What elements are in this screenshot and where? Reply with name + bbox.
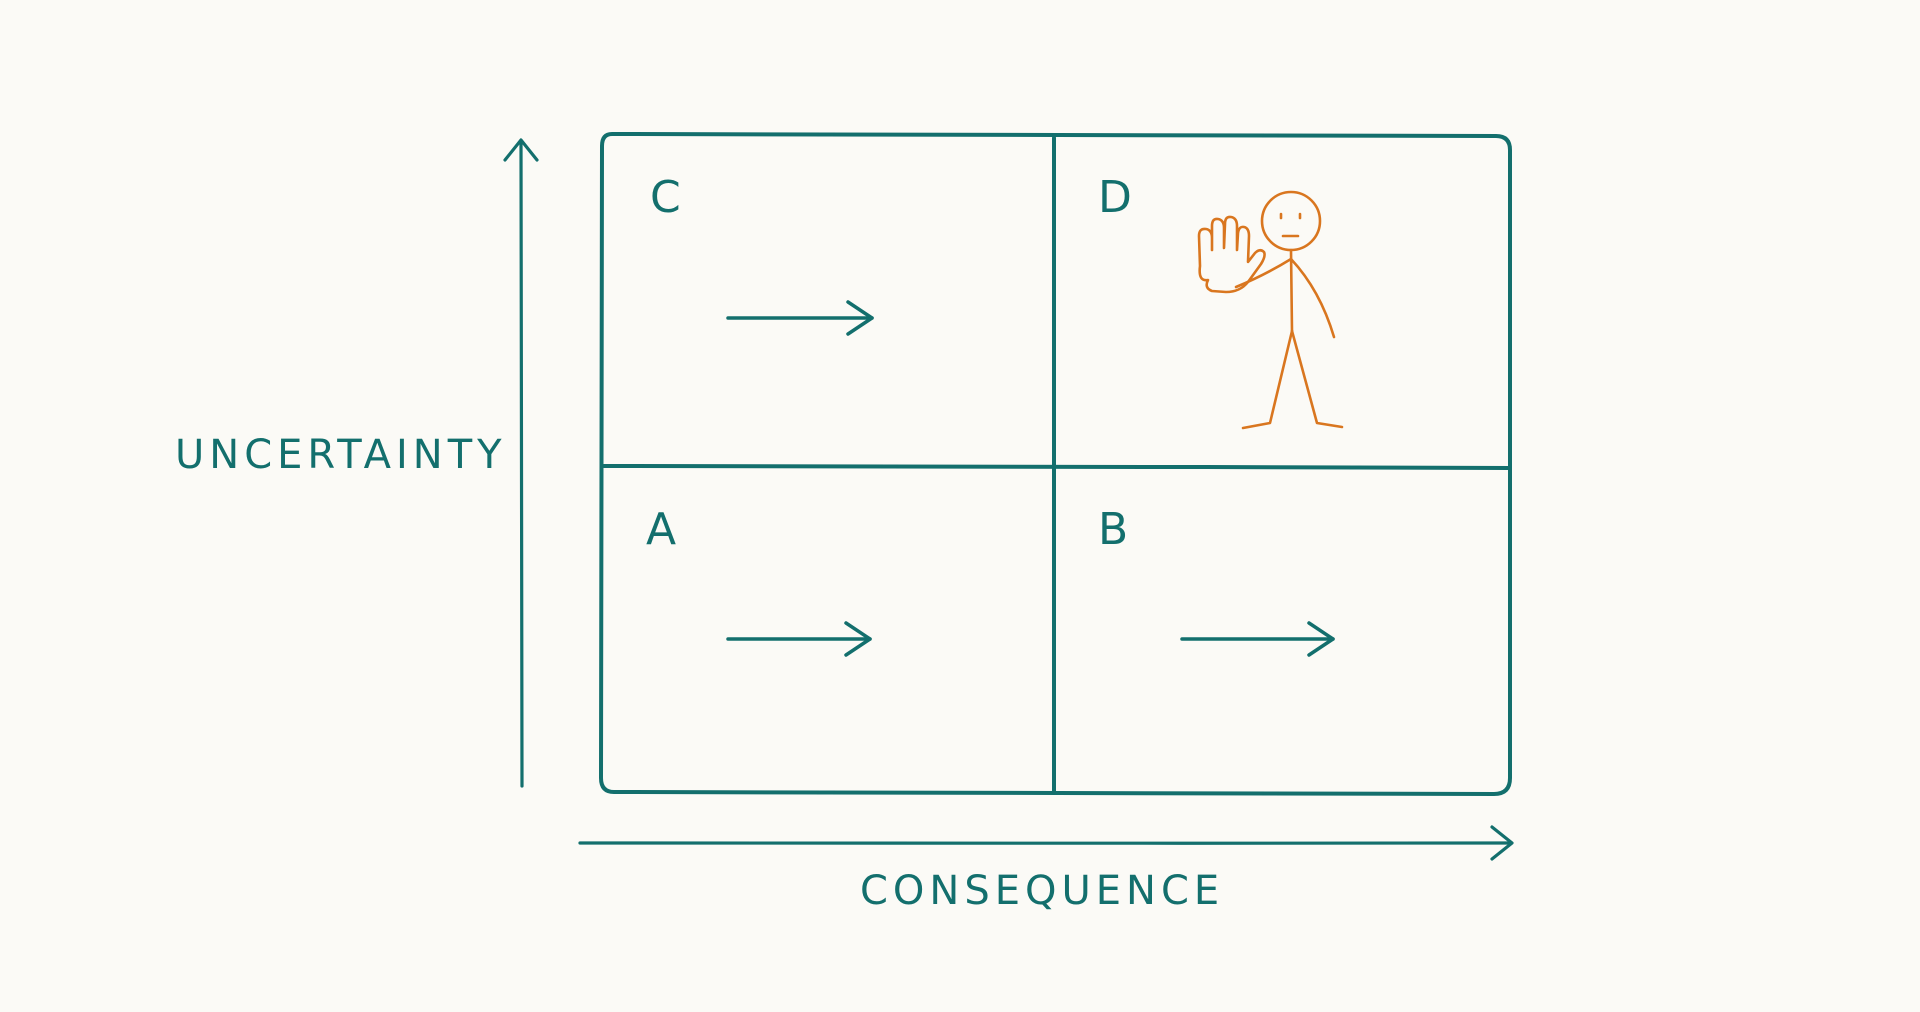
quadrant-b-arrow	[1180, 621, 1335, 657]
figure-left-leg	[1241, 329, 1294, 430]
quadrant-b: B	[1098, 504, 1335, 657]
y-axis-label: UNCERTAINTY	[175, 432, 507, 478]
x-axis-label: CONSEQUENCE	[860, 868, 1224, 914]
figure-torso	[1289, 248, 1294, 333]
x-axis-arrow	[578, 825, 1514, 861]
figure-left-arm	[1234, 257, 1293, 289]
quadrant-c-arrow	[726, 300, 874, 336]
quadrant-a: A	[646, 504, 872, 657]
quadrant-b-label: B	[1098, 504, 1128, 555]
quadrant-a-label: A	[646, 504, 676, 555]
stop-hand-icon	[1197, 215, 1266, 294]
stop-figure	[1197, 190, 1344, 430]
quadrant-d: D	[1098, 172, 1344, 430]
quadrant-a-arrow	[726, 621, 872, 657]
quadrant-c: C	[650, 172, 874, 336]
quadrant-c-label: C	[650, 172, 681, 223]
quadrant-d-label: D	[1098, 172, 1132, 223]
y-axis-arrow	[503, 138, 539, 788]
figure-head	[1260, 190, 1322, 252]
figure-right-arm	[1289, 257, 1336, 339]
quadrant-grid	[599, 132, 1512, 796]
figure-right-leg	[1290, 329, 1344, 429]
